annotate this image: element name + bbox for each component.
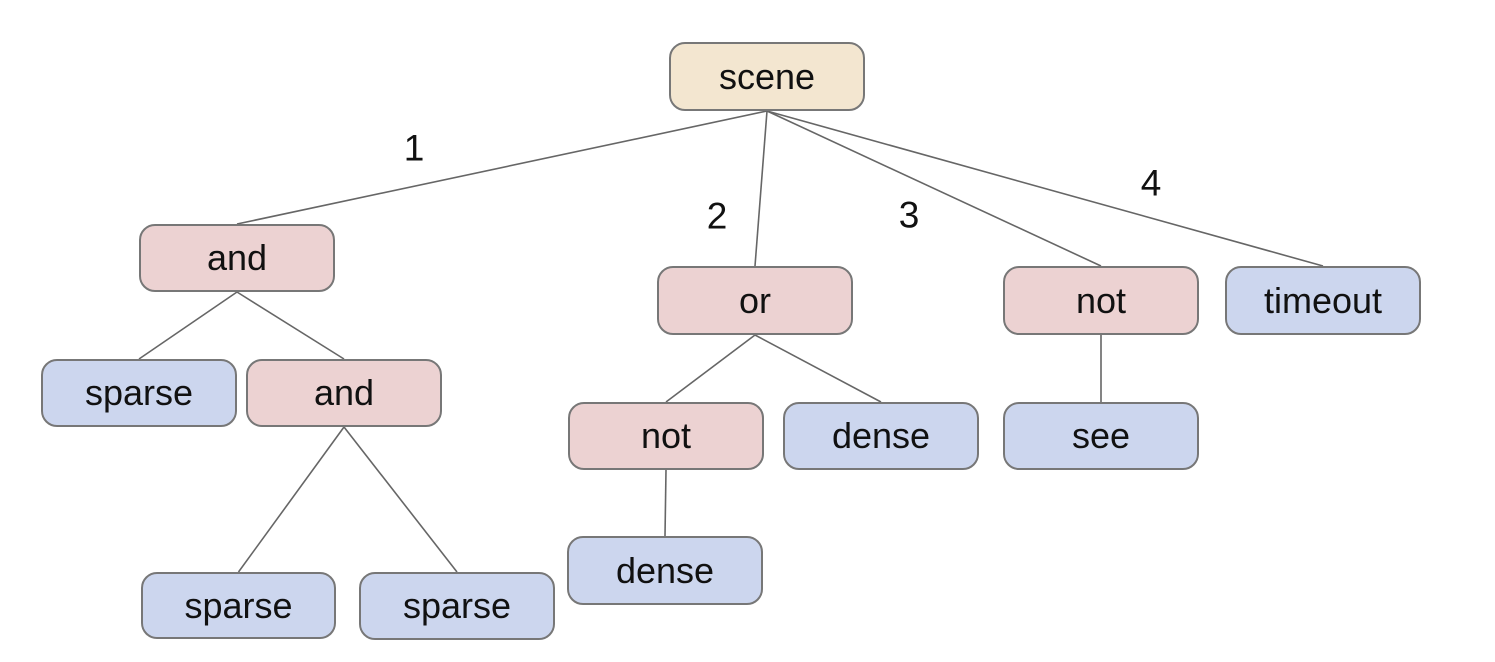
node-sparse2: sparse (141, 572, 336, 639)
edge-scene-not1 (766, 110, 1102, 267)
edge-or1-dense1 (754, 334, 882, 403)
node-or1: or (657, 266, 853, 335)
node-and1: and (139, 224, 335, 292)
node-scene: scene (669, 42, 865, 111)
node-sparse1: sparse (41, 359, 237, 427)
edge-scene-or1 (754, 110, 768, 267)
edge-label-4: 4 (1140, 162, 1162, 204)
node-not1: not (1003, 266, 1199, 335)
node-see: see (1003, 402, 1199, 470)
edge-and2-sparse2 (237, 426, 345, 573)
edge-label-1: 1 (403, 127, 425, 169)
node-not2: not (568, 402, 764, 470)
node-timeout: timeout (1225, 266, 1421, 335)
node-and2: and (246, 359, 442, 427)
edge-label-3: 3 (898, 194, 920, 236)
edge-scene-and1 (236, 110, 768, 225)
node-dense1: dense (783, 402, 979, 470)
edge-label-2: 2 (706, 195, 728, 237)
node-dense2: dense (567, 536, 763, 605)
edge-scene-timeout (766, 110, 1324, 267)
node-sparse3: sparse (359, 572, 555, 640)
edge-or1-not2 (665, 334, 756, 403)
edge-and2-sparse3 (343, 426, 458, 573)
edge-not2-dense2 (664, 469, 667, 537)
edge-and1-and2 (236, 291, 345, 360)
edge-and1-sparse1 (138, 291, 238, 360)
